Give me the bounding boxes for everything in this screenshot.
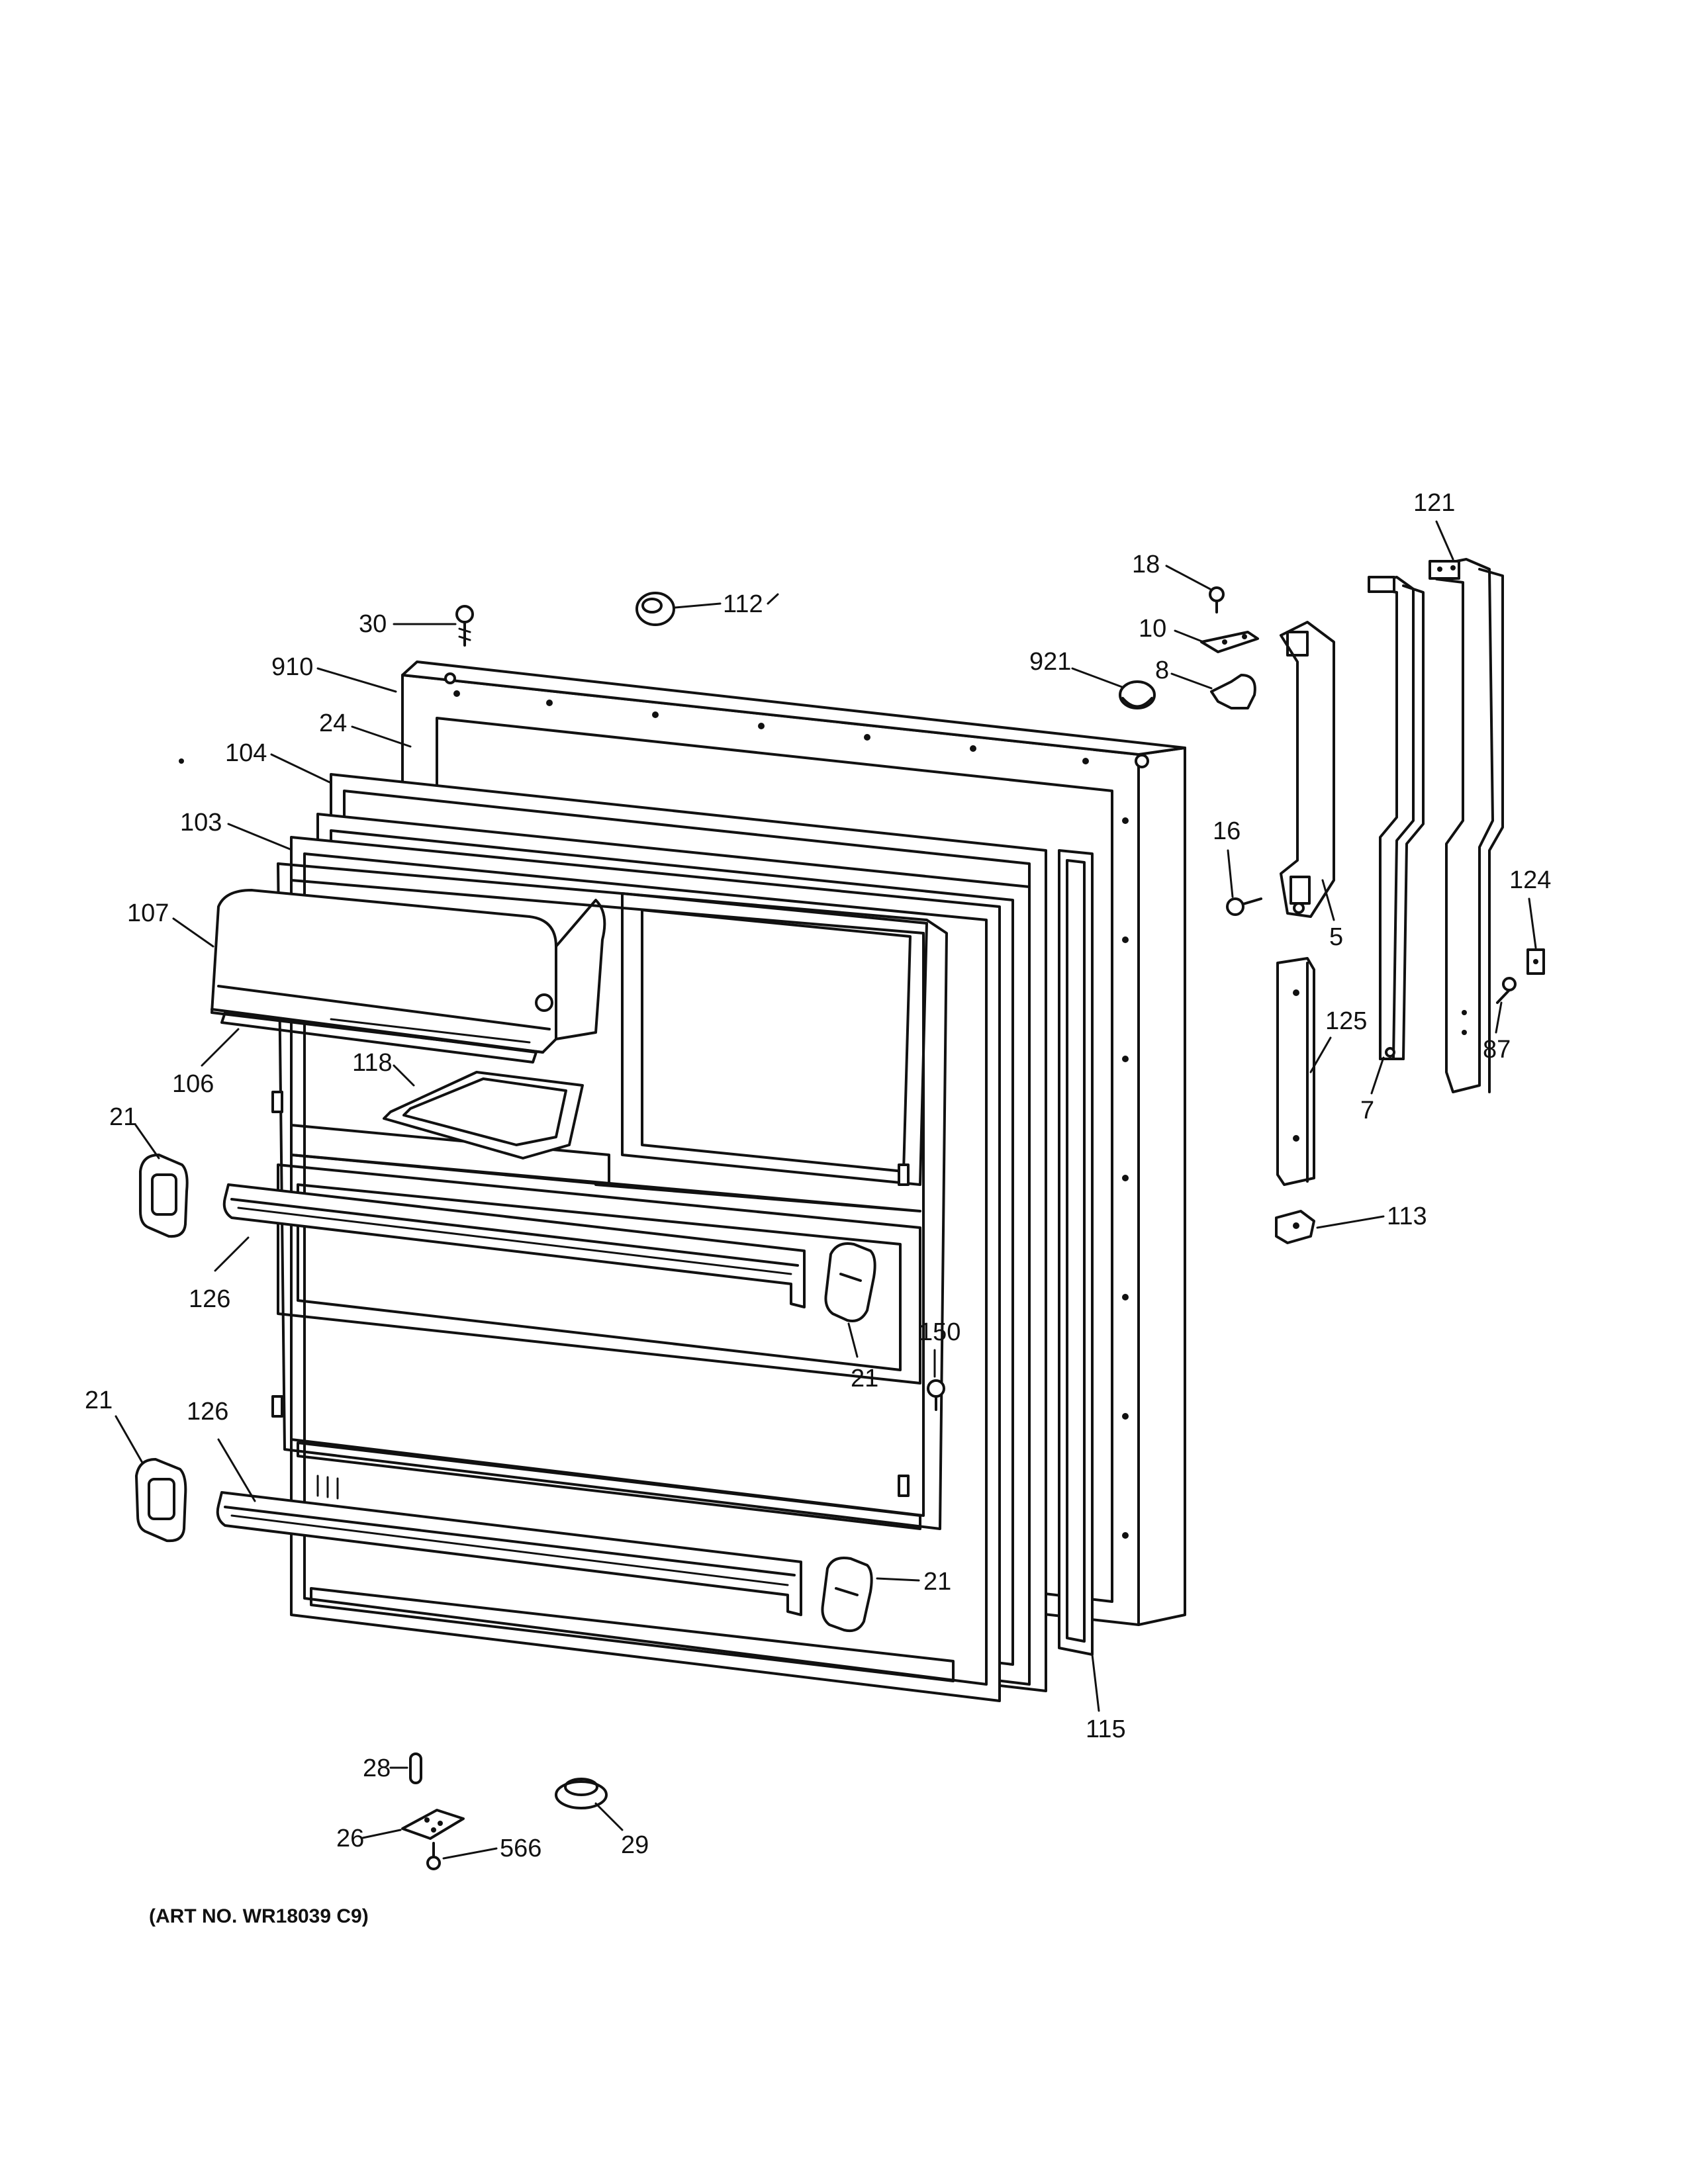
callout-124: 124 — [1509, 866, 1551, 894]
callout-21-right-upper: 21 — [851, 1365, 878, 1392]
screw-16 — [1226, 897, 1262, 916]
callout-112: 112 — [723, 590, 763, 618]
shelf-end-cap-left-upper — [139, 1154, 189, 1238]
callout-26: 26 — [336, 1825, 364, 1852]
callout-21-left-lower: 21 — [85, 1387, 113, 1414]
handle-trim-125 — [1276, 957, 1315, 1186]
callout-5: 5 — [1329, 923, 1343, 951]
callout-labels: 30 112 910 24 104 103 107 106 118 21 126… — [85, 489, 1551, 1862]
callout-16: 16 — [1213, 817, 1241, 845]
callout-30: 30 — [359, 610, 387, 638]
callout-7: 7 — [1360, 1097, 1374, 1124]
callout-910: 910 — [271, 653, 313, 681]
screw-18 — [1209, 586, 1225, 614]
end-cap-113 — [1275, 1210, 1315, 1244]
plug-921 — [1119, 680, 1156, 709]
callout-126-lower: 126 — [187, 1398, 228, 1426]
callout-29: 29 — [621, 1831, 649, 1859]
clip-124 — [1526, 948, 1545, 975]
door-gasket — [1058, 849, 1094, 1656]
panel-screw-holes — [453, 690, 1129, 1539]
egg-tray — [383, 1071, 584, 1160]
screw-87 — [1496, 977, 1517, 1004]
hinge-cover-8 — [1210, 674, 1256, 709]
grommet-29 — [555, 1778, 608, 1809]
callout-21-left-upper: 21 — [109, 1103, 137, 1131]
callout-121: 121 — [1413, 489, 1455, 517]
callout-921: 921 — [1029, 648, 1071, 676]
callout-118: 118 — [352, 1049, 393, 1077]
screw-566 — [426, 1842, 441, 1870]
shelf-bar-lower — [216, 1491, 802, 1616]
callout-10: 10 — [1139, 615, 1166, 643]
callout-21-right-lower: 21 — [923, 1568, 951, 1596]
callout-126-upper: 126 — [189, 1285, 230, 1313]
callout-24: 24 — [319, 709, 347, 737]
callout-107: 107 — [127, 899, 169, 927]
hinge-pin-28 — [409, 1752, 422, 1784]
dairy-compartment-door — [211, 889, 606, 1064]
hinge-plate-26 — [401, 1809, 465, 1840]
callout-150: 150 — [919, 1318, 961, 1346]
screw-30 — [455, 605, 474, 647]
callout-103: 103 — [180, 809, 222, 837]
leader-lines — [115, 520, 1537, 1860]
callout-104: 104 — [225, 739, 267, 767]
shelf-end-cap-right-lower — [821, 1557, 873, 1633]
plug-button-112 — [635, 592, 675, 626]
hinge-pin-10 — [1200, 631, 1259, 653]
callout-113: 113 — [1387, 1203, 1427, 1230]
shelf-end-cap-left-lower — [135, 1458, 187, 1543]
callout-87: 87 — [1483, 1036, 1511, 1064]
handle-bracket-5 — [1280, 621, 1335, 918]
callout-115: 115 — [1086, 1715, 1126, 1743]
callout-8: 8 — [1155, 657, 1169, 684]
callout-106: 106 — [172, 1070, 214, 1098]
callout-28: 28 — [363, 1754, 391, 1782]
handle-121 — [1429, 558, 1504, 1093]
callout-18: 18 — [1132, 551, 1160, 578]
screw-150 — [927, 1379, 945, 1411]
handle-7 — [1368, 576, 1425, 1060]
shelf-end-cap-right-upper — [824, 1242, 876, 1322]
callout-125: 125 — [1325, 1007, 1367, 1035]
callout-566: 566 — [500, 1835, 541, 1862]
art-number: (ART NO. WR18039 C9) — [149, 1905, 369, 1927]
shelf-bar-upper — [222, 1183, 806, 1308]
